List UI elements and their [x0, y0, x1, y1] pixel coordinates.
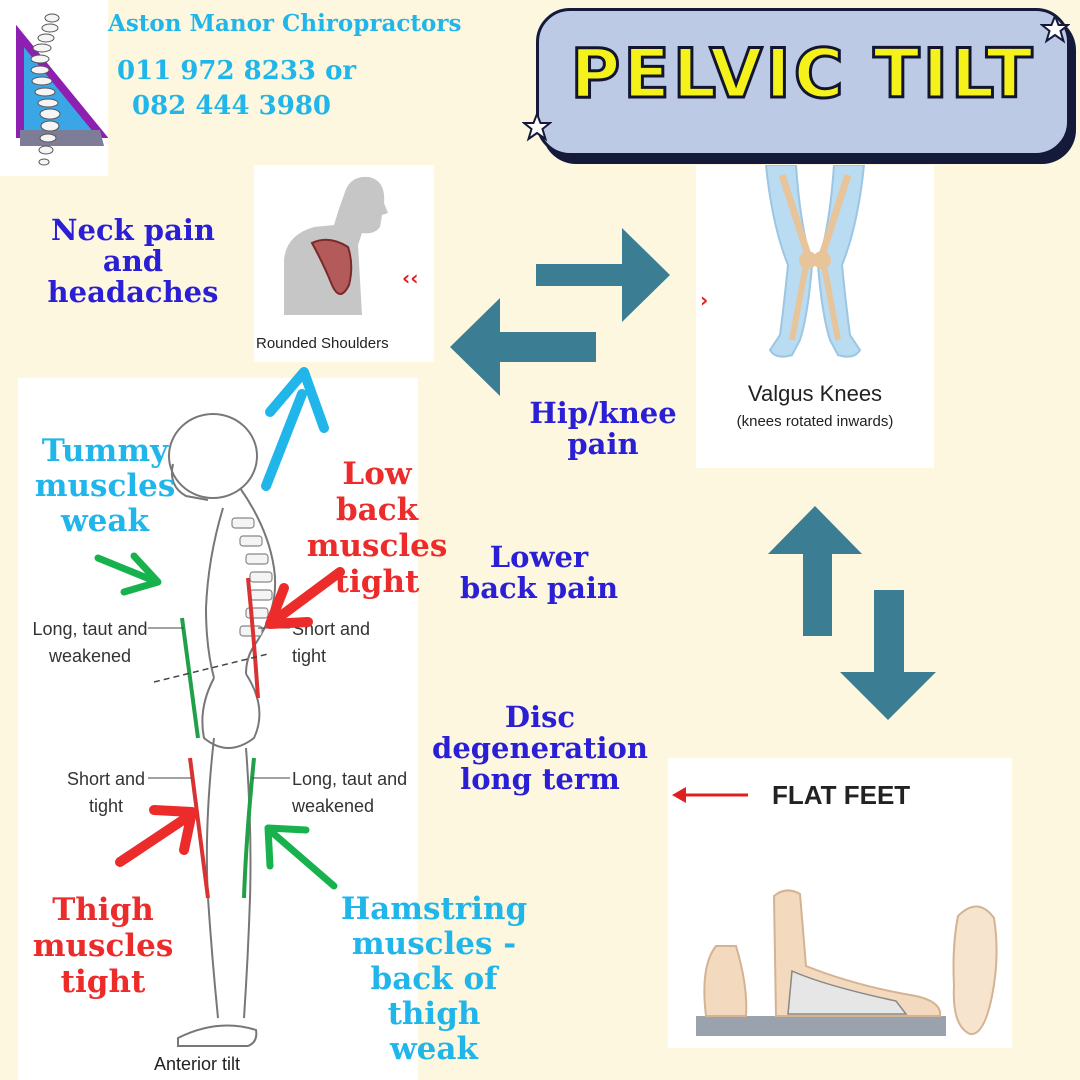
arrow-left-icon: [450, 298, 596, 396]
rounded-shoulders-figure-icon: ‹‹: [284, 176, 418, 315]
disc-degeneration-label: Disc degeneration long term: [432, 700, 648, 796]
arrow-down-icon: [840, 590, 936, 720]
brand-name: Aston Manor Chiropractors: [108, 10, 462, 37]
svg-text:‹‹: ‹‹: [402, 266, 418, 290]
valgus-knees-subtitle: (knees rotated inwards): [736, 413, 894, 430]
valgus-knees-title: Valgus Knees: [747, 381, 883, 406]
anterior-tilt-caption: Anterior tilt: [154, 1054, 241, 1074]
star-icon: [1040, 14, 1070, 44]
flat-foot-figure-icon: [696, 889, 998, 1036]
phone-line-2: 082 444 3980: [132, 91, 332, 121]
hip-knee-pain-label: Hip/knee pain: [529, 396, 677, 461]
cyan-arrow-icon: [261, 367, 329, 491]
low-back-muscles-label: Low back muscles tight: [306, 456, 448, 600]
page-title: PELVIC TILT: [569, 34, 1036, 116]
flat-feet-title: FLAT FEET: [772, 780, 911, 810]
lower-back-pain-label: Lower back pain: [459, 540, 619, 605]
tummy-muscles-label: Tummy muscles weak: [34, 433, 176, 539]
arrow-right-icon: [536, 228, 670, 322]
svg-text:›: ›: [700, 288, 708, 312]
thigh-muscles-label: Thigh muscles tight: [32, 892, 174, 1000]
rounded-shoulders-caption: Rounded Shoulders: [256, 335, 389, 352]
long-taut-label-lower: Long, taut and weakened: [292, 769, 408, 816]
phone-line-1: 011 972 8233 or: [117, 56, 357, 86]
valgus-knees-figure-icon: ›: [700, 164, 866, 358]
red-pointer-arrow-icon: [672, 787, 748, 803]
skeleton-panel: Long, taut and weakened Short and tight …: [18, 378, 418, 1080]
logo-panel: [0, 0, 109, 176]
green-arrow-icon: [264, 824, 338, 890]
red-arrow-icon: [115, 805, 197, 867]
short-tight-label-lower: Short and tight: [66, 769, 146, 816]
green-arrow-icon: [94, 552, 162, 596]
arrow-up-icon: [768, 506, 862, 636]
valgus-knees-panel: › Valgus Knees (knees rotated inwards): [696, 164, 934, 468]
spine-logo-icon: [16, 13, 109, 166]
neck-pain-label: Neck pain and headaches: [47, 213, 219, 309]
star-icon: [522, 112, 552, 142]
flat-feet-panel: FLAT FEET: [668, 758, 1012, 1048]
long-taut-label-upper: Long, taut and weakened: [32, 619, 148, 666]
hamstring-muscles-label: Hamstring muscles - back of thigh weak: [340, 891, 528, 1067]
title-banner: PELVIC TILT: [536, 8, 1070, 156]
rounded-shoulders-panel: ‹‹ Rounded Shoulders: [254, 165, 434, 362]
skeleton-anterior-tilt-figure-icon: [148, 413, 290, 1047]
red-arrow-icon: [265, 567, 345, 629]
